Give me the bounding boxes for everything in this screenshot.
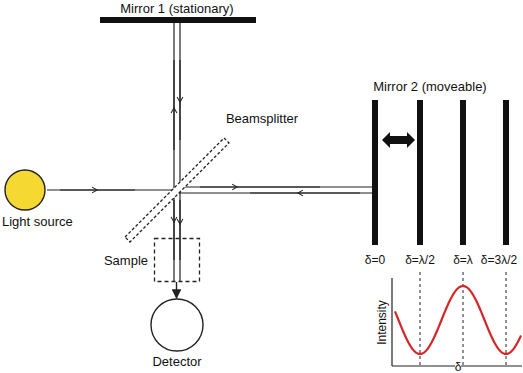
mirror-bar [503,100,509,245]
part-label: Beamsplitter [226,111,298,126]
beamsplitter-plate [125,138,229,242]
mirror-bar [460,100,466,245]
node-outline [154,238,200,282]
position-label: δ=3λ/2 [481,253,517,268]
intensity-graph [392,272,522,366]
node-label: Light source [2,214,73,229]
light-beam [47,23,372,282]
mirror-bar [100,17,256,23]
position-label: δ=λ/2 [405,253,435,268]
node-outline [150,298,204,352]
node-label: Sample [104,253,148,268]
position-label: δ=λ [453,253,473,268]
position-label: δ=0 [365,253,385,268]
mirror-bar [417,100,423,245]
mirror-label: Mirror 2 (moveable) [373,79,486,94]
detector-circle: Detector [150,298,204,352]
move-arrow [382,132,415,148]
light-source: Light source [4,169,46,211]
node-label: Detector [152,354,201,369]
sample-box: Sample [154,238,200,282]
mirror-label: Mirror 1 (stationary) [120,1,233,16]
axis-label: Intensity [374,300,389,345]
beam-connector [176,282,177,298]
node-outline [4,169,46,211]
axis-label: δ [455,360,462,373]
mirror-bar [372,100,378,245]
